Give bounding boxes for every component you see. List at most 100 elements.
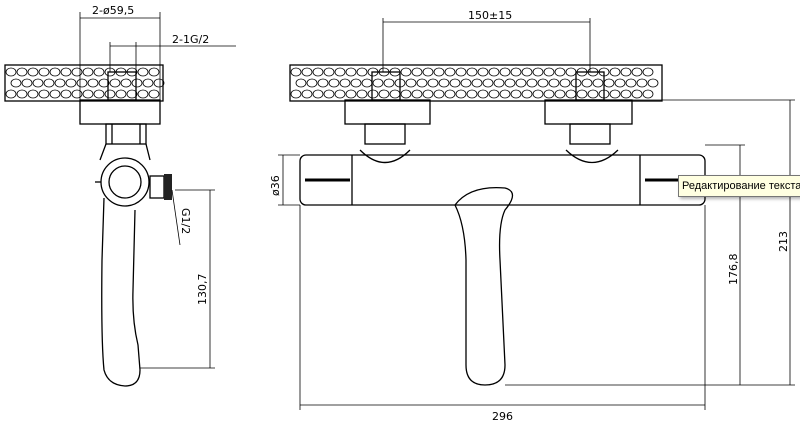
pebble [339, 78, 351, 88]
pebble [543, 89, 555, 99]
pebble [444, 67, 456, 77]
pebble [71, 67, 83, 77]
pebble [131, 78, 143, 88]
pebble [290, 89, 302, 99]
pebble [153, 78, 165, 88]
pebble [543, 67, 555, 77]
pebble [71, 89, 83, 99]
pebble [372, 78, 384, 88]
wall-left [4, 64, 164, 102]
pebble [120, 78, 132, 88]
dim-height-side: 130,7 [196, 274, 209, 306]
pebble [356, 89, 368, 99]
pebble [10, 78, 22, 88]
pebble [499, 89, 511, 99]
pebble [93, 67, 105, 77]
pebble [647, 78, 659, 88]
pebble [488, 89, 500, 99]
pebble [323, 89, 335, 99]
pebble [60, 67, 72, 77]
pebble [93, 89, 105, 99]
pebble [98, 78, 110, 88]
pebble [378, 89, 390, 99]
pebble [328, 78, 340, 88]
pebble [438, 78, 450, 88]
pebble [345, 89, 357, 99]
pebble [65, 78, 77, 88]
pebble [581, 78, 593, 88]
pebble [477, 67, 489, 77]
pebble [345, 67, 357, 77]
pebble [405, 78, 417, 88]
pebble [554, 67, 566, 77]
pebble [27, 67, 39, 77]
pebble [620, 89, 632, 99]
pebble [532, 67, 544, 77]
pebble [16, 67, 28, 77]
pebble [60, 89, 72, 99]
pebble [592, 78, 604, 88]
pebble [532, 89, 544, 99]
pebble [367, 89, 379, 99]
pebble [609, 67, 621, 77]
pebble [466, 89, 478, 99]
dim-inlet: G1/2 [179, 208, 192, 234]
pebble [87, 78, 99, 88]
pebble [427, 78, 439, 88]
pebble [433, 67, 445, 77]
pebble [82, 89, 94, 99]
dim-spacing: 150±15 [468, 9, 512, 22]
pebble [43, 78, 55, 88]
pebble [109, 78, 121, 88]
pebble [16, 89, 28, 99]
pebble [466, 67, 478, 77]
pebble [460, 78, 472, 88]
pebble [625, 78, 637, 88]
pebble [21, 78, 33, 88]
pebble [82, 67, 94, 77]
pebble [290, 67, 302, 77]
pebble [510, 89, 522, 99]
pebble [312, 67, 324, 77]
pebble [488, 67, 500, 77]
dim-spout-height: 176,8 [727, 254, 740, 286]
pebble [312, 89, 324, 99]
pebble [493, 78, 505, 88]
pebble [306, 78, 318, 88]
wall-right [289, 64, 663, 102]
pebble [334, 67, 346, 77]
tooltip: Редактирование текста в [678, 175, 800, 197]
pebble [334, 89, 346, 99]
pebble [400, 67, 412, 77]
pebble [411, 67, 423, 77]
dim-total-height: 213 [777, 231, 790, 252]
pebble [620, 67, 632, 77]
pebble [27, 89, 39, 99]
pebble [5, 67, 17, 77]
pebble [137, 89, 149, 99]
pebble [400, 89, 412, 99]
pebble [477, 89, 489, 99]
pebble [49, 89, 61, 99]
pebble [609, 89, 621, 99]
dim-width: 296 [492, 410, 513, 423]
pebble [38, 89, 50, 99]
pebble [54, 78, 66, 88]
pebble [587, 89, 599, 99]
front-view [278, 18, 795, 410]
pebble [422, 67, 434, 77]
pebble [361, 78, 373, 88]
pebble [576, 89, 588, 99]
pebble [449, 78, 461, 88]
pebble [411, 89, 423, 99]
wall-texture [5, 67, 659, 99]
pebble [32, 78, 44, 88]
pebble [455, 89, 467, 99]
dim-thread: 2-1G/2 [172, 33, 209, 46]
pebble [614, 78, 626, 88]
pebble [142, 78, 154, 88]
pebble [521, 89, 533, 99]
pebble [38, 67, 50, 77]
pebble [5, 89, 17, 99]
pebble [515, 78, 527, 88]
